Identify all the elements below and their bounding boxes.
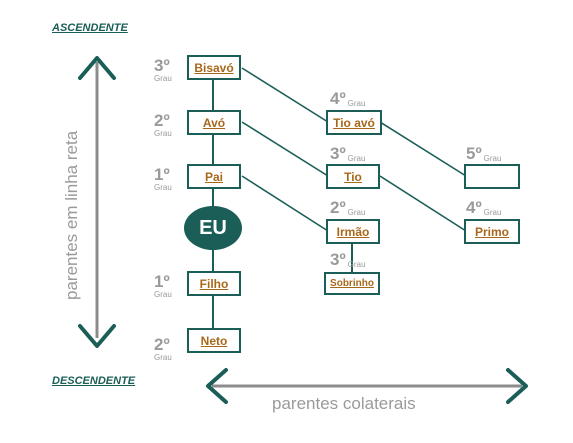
node-neto[interactable]: Neto [187, 328, 241, 353]
node-bisavo-label: Bisavó [194, 60, 234, 75]
node-sobrinho[interactable]: Sobrinho [324, 272, 380, 295]
ascendente-label: ASCENDENTE [52, 22, 128, 34]
node-irmao[interactable]: Irmão [326, 219, 380, 244]
arrow-left-icon [206, 368, 228, 404]
link-avo-tio [241, 121, 329, 177]
node-avo[interactable]: Avó [187, 110, 241, 135]
arrow-down-icon [78, 324, 116, 348]
node-tio-avo[interactable]: Tio avó [326, 110, 382, 135]
node-primo-label: Primo [474, 224, 509, 239]
descendente-label: DESCENDENTE [52, 375, 136, 387]
horizontal-axis-label: parentes colaterais [272, 394, 416, 413]
link-tioavo-quinto [379, 121, 467, 177]
node-irmao-label: Irmão [336, 224, 370, 239]
link-bisavo-tioavo [241, 67, 329, 123]
arrow-up-icon [78, 56, 116, 80]
node-tio[interactable]: Tio [326, 164, 380, 189]
node-primo[interactable]: Primo [464, 219, 520, 244]
node-tio-label: Tio [344, 169, 362, 184]
center-eu[interactable]: EU [184, 206, 242, 250]
node-tio-avo-label: Tio avó [333, 115, 375, 130]
node-neto-label: Neto [200, 333, 228, 348]
node-avo-label: Avó [202, 115, 226, 130]
node-pai-label: Pai [204, 169, 223, 184]
node-filho-label: Filho [199, 276, 229, 291]
node-sobrinho-label: Sobrinho [330, 278, 374, 289]
node-pai[interactable]: Pai [187, 164, 241, 189]
link-tio-primo [379, 175, 467, 232]
vertical-axis-label: parentes em linha reta [62, 130, 81, 300]
center-eu-label: EU [199, 216, 227, 239]
node-quinto[interactable] [464, 164, 520, 189]
node-bisavo[interactable]: Bisavó [187, 55, 241, 80]
link-pai-irmao [241, 175, 329, 232]
arrow-right-icon [506, 368, 528, 404]
node-filho[interactable]: Filho [187, 271, 241, 296]
